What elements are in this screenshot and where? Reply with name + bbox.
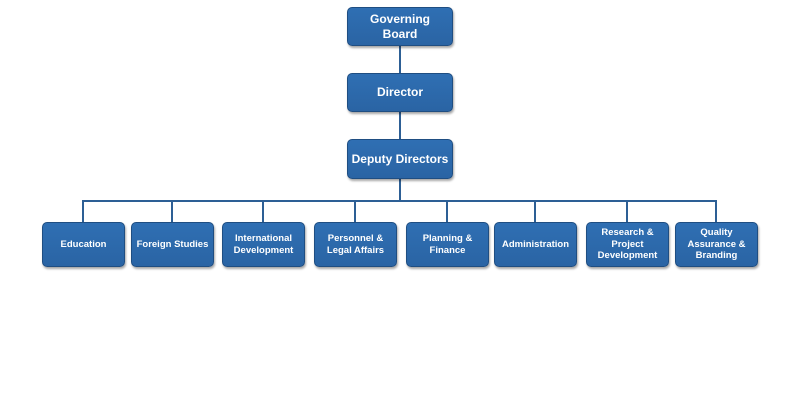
node-quality-assurance-branding: Quality Assurance & Branding <box>675 222 758 267</box>
node-foreign-studies: Foreign Studies <box>131 222 214 267</box>
node-governing-board: Governing Board <box>347 7 453 46</box>
node-education: Education <box>42 222 125 267</box>
node-planning-finance: Planning & Finance <box>406 222 489 267</box>
node-deputy-directors: Deputy Directors <box>347 139 453 179</box>
node-director: Director <box>347 73 453 112</box>
node-international-development: International Development <box>222 222 305 267</box>
node-research-project-development: Research & Project Development <box>586 222 669 267</box>
node-administration: Administration <box>494 222 577 267</box>
node-personnel-legal-affairs: Personnel & Legal Affairs <box>314 222 397 267</box>
